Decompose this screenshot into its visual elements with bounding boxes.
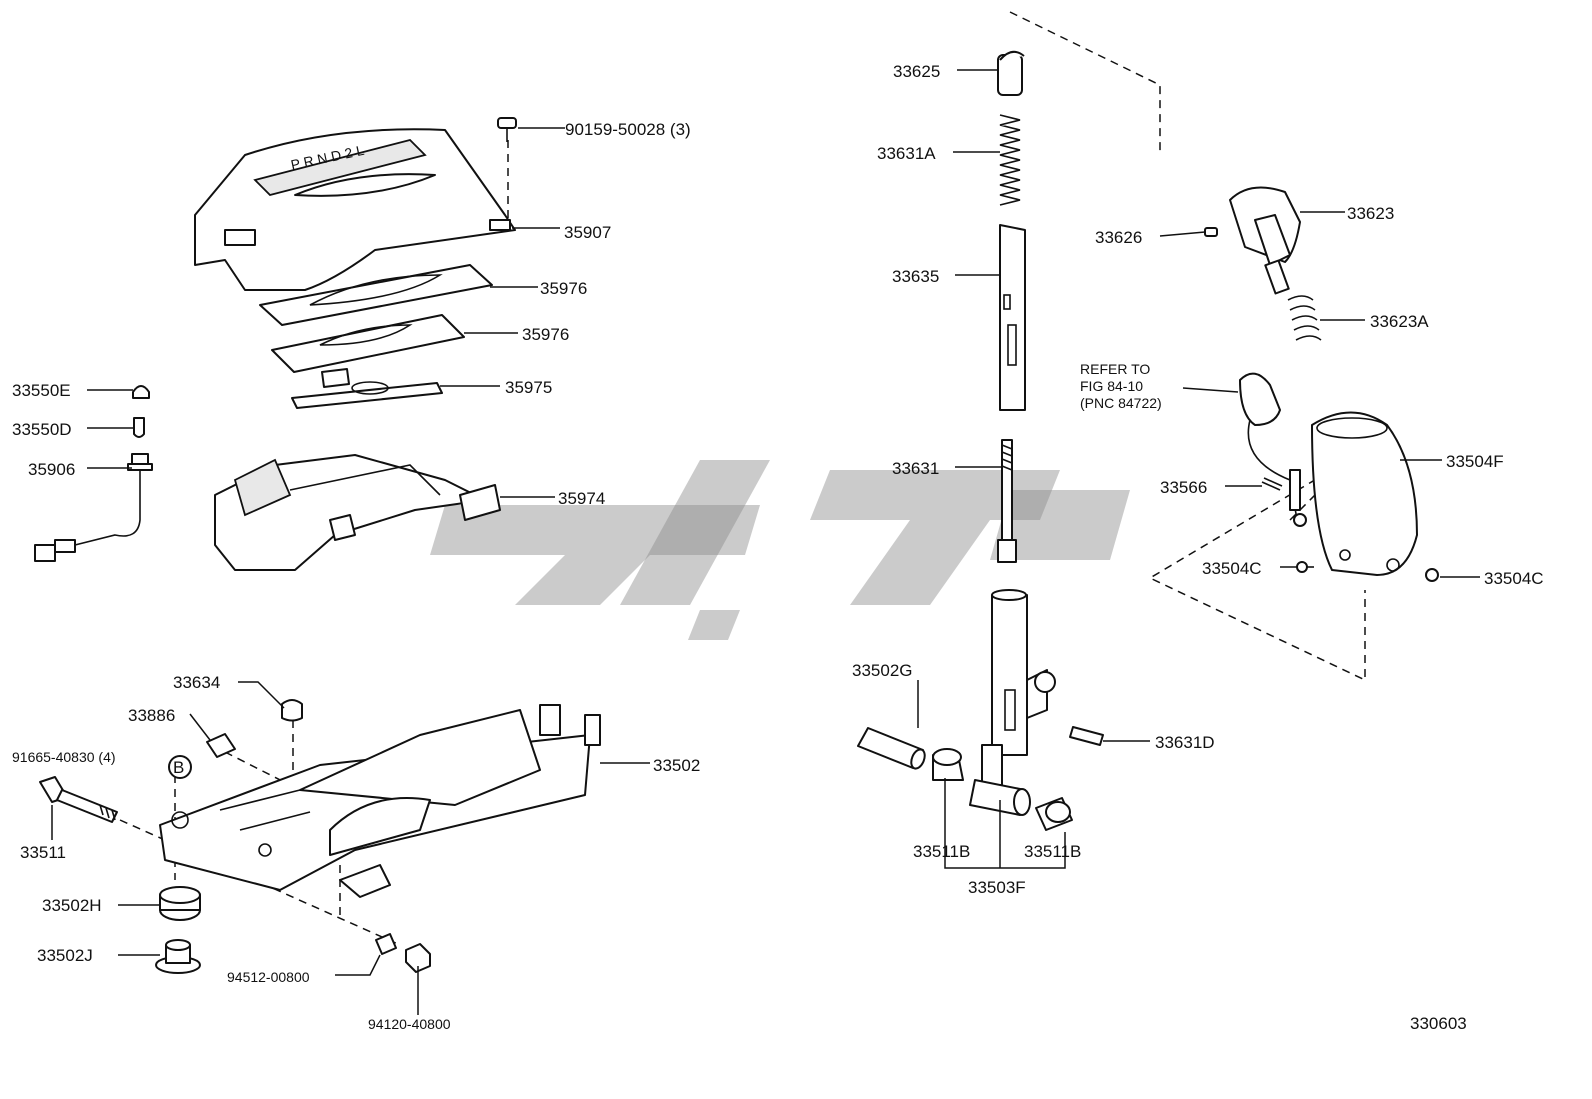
part-33502J-collar <box>155 939 201 974</box>
label-94120-40800: 94120-40800 <box>368 1016 451 1032</box>
label-33631A: 33631A <box>877 144 936 163</box>
label-35906: 35906 <box>28 460 75 479</box>
part-33503F-shift-lever <box>981 589 1056 786</box>
label-91665-40830: 91665-40830 (4) <box>12 749 116 765</box>
part-33550D-bulb <box>133 417 145 438</box>
part-33550E-bulb <box>132 385 150 399</box>
circle-marker-b: B <box>168 755 192 779</box>
part-35976-slide-plate-a <box>259 264 493 326</box>
label-35976-a: 35976 <box>540 279 587 298</box>
refer-note-line-3: (PNC 84722) <box>1080 395 1162 411</box>
part-90159-screw <box>497 117 517 142</box>
label-33511B-left: 33511B <box>913 842 970 861</box>
label-33511: 33511 <box>20 843 66 862</box>
part-33631D-pin <box>1069 726 1104 746</box>
label-33886: 33886 <box>128 706 175 725</box>
label-33631D: 33631D <box>1155 733 1215 752</box>
label-33502H: 33502H <box>42 896 102 915</box>
label-35976-b: 35976 <box>522 325 569 344</box>
part-35906-socket <box>34 453 153 562</box>
part-33631A-spring <box>999 114 1021 206</box>
part-35974-indicator-base <box>214 454 501 571</box>
watermark-logo <box>430 460 1130 640</box>
label-33504C-right: 33504C <box>1484 569 1544 588</box>
label-33631: 33631 <box>892 459 939 478</box>
part-33504C-screw-right <box>1425 568 1439 582</box>
part-33631-rod <box>997 439 1017 563</box>
part-33511B-bushing-right <box>1035 797 1073 831</box>
part-labels: 33625 33631A 33635 33631 33626 33623 336… <box>12 62 1544 1033</box>
knob-parts <box>1204 186 1439 582</box>
figure-number: 330603 <box>1410 1014 1467 1033</box>
label-33635: 33635 <box>892 267 939 286</box>
part-35976-slide-plate-b <box>271 314 465 373</box>
part-33511B-bushing-left <box>932 748 964 781</box>
label-33626: 33626 <box>1095 228 1142 247</box>
label-35974: 35974 <box>558 489 605 508</box>
refer-note-line-2: FIG 84-10 <box>1080 378 1143 394</box>
shift-lever-parts <box>857 50 1104 831</box>
part-33503F-cross-tube <box>969 779 1031 816</box>
label-33504F: 33504F <box>1446 452 1504 471</box>
part-94120-nut <box>405 943 431 973</box>
part-33634-cushion <box>281 699 303 722</box>
label-35975: 35975 <box>505 378 552 397</box>
part-33886-stopper <box>206 733 236 758</box>
part-33502H-grommet <box>159 886 201 921</box>
base-parts: B <box>39 699 601 974</box>
part-94512-washer <box>375 933 397 955</box>
part-33623-button <box>1229 186 1301 295</box>
leader-lines <box>51 69 1480 1015</box>
label-33502: 33502 <box>653 756 700 775</box>
part-33511-bolt <box>39 776 118 823</box>
label-33550E: 33550E <box>12 381 71 400</box>
label-33566: 33566 <box>1160 478 1207 497</box>
label-33634: 33634 <box>173 673 220 692</box>
part-33566-pin <box>1261 477 1283 491</box>
part-33623A-spring <box>1287 295 1322 341</box>
part-33502G-pin <box>857 727 926 770</box>
part-33504C-screw-left <box>1296 561 1314 573</box>
part-33626-screw <box>1204 227 1218 237</box>
label-94512-00800: 94512-00800 <box>227 969 310 985</box>
part-refer-fig-84-10-lamp <box>1239 372 1307 527</box>
label-33502J: 33502J <box>37 946 93 965</box>
part-33504F-shift-knob <box>1311 411 1418 576</box>
label-33504C-left: 33504C <box>1202 559 1262 578</box>
refer-note-line-1: REFER TO <box>1080 361 1150 377</box>
bulb-parts <box>34 385 153 562</box>
part-33502-lever-bracket <box>159 704 601 898</box>
label-33623: 33623 <box>1347 204 1394 223</box>
label-33502G: 33502G <box>852 661 913 680</box>
part-35975-slide-plate <box>291 368 443 409</box>
label-33625: 33625 <box>893 62 940 81</box>
part-33625-knob-pin <box>997 50 1025 96</box>
part-33635-push-rod <box>999 224 1026 411</box>
label-90159-50028: 90159-50028 (3) <box>565 120 691 139</box>
label-33503F: 33503F <box>968 878 1026 897</box>
label-33623A: 33623A <box>1370 312 1429 331</box>
label-35907: 35907 <box>564 223 611 242</box>
indicator-parts: P R N D 2 L <box>194 117 517 571</box>
circle-marker-label: B <box>173 758 184 777</box>
part-35907-indicator-housing: P R N D 2 L <box>194 128 516 291</box>
label-33511B-right: 33511B <box>1024 842 1081 861</box>
label-33550D: 33550D <box>12 420 72 439</box>
